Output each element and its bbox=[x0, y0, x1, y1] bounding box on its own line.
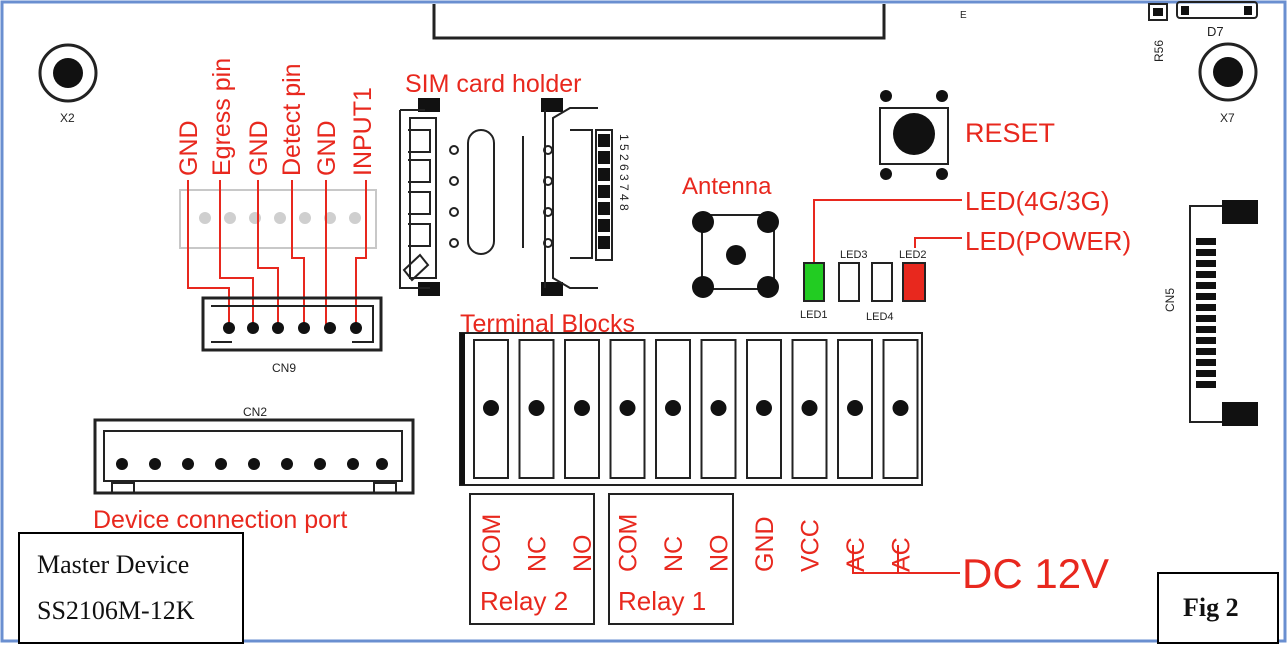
relay2-box bbox=[469, 493, 595, 625]
mounting-hole-x2 bbox=[38, 43, 98, 103]
mark-cn5: CN5 bbox=[1163, 288, 1177, 312]
reset-label: RESET bbox=[965, 118, 1055, 148]
antenna-label: Antenna bbox=[682, 173, 772, 200]
terminal-label: NC bbox=[660, 536, 688, 572]
mark-sim-pins: 1 5 2 6 3 7 4 8 bbox=[617, 134, 631, 211]
dc12v-leader bbox=[852, 545, 960, 574]
cn5-connector bbox=[1189, 200, 1258, 426]
terminal-labels: COM NC NO COM NC NO GND VCC AC AC bbox=[478, 514, 916, 572]
terminal-screw bbox=[801, 400, 818, 416]
relay2-label: Relay 2 bbox=[480, 586, 568, 616]
relay1-box bbox=[608, 493, 734, 625]
caption-model: SS2106M-12K bbox=[37, 596, 195, 625]
led-4g3g-leader bbox=[813, 199, 962, 262]
led1-green bbox=[803, 262, 825, 302]
terminal-screw bbox=[574, 400, 590, 416]
terminal-label: NO bbox=[706, 535, 734, 573]
led3 bbox=[838, 262, 860, 302]
d7-component bbox=[1176, 1, 1258, 19]
fig-caption-box bbox=[1157, 572, 1279, 644]
mark-cn9: CN9 bbox=[272, 361, 296, 375]
terminal-screw bbox=[756, 400, 772, 416]
cn9-pin-label-detect: Detect pin bbox=[278, 63, 306, 176]
terminal-screw bbox=[665, 400, 681, 416]
svg-text:E: E bbox=[960, 10, 967, 21]
cn9-leader-lines bbox=[187, 180, 367, 325]
mounting-hole-x7 bbox=[1198, 42, 1258, 102]
sim-card-holder bbox=[399, 98, 613, 296]
terminal-screw bbox=[528, 400, 545, 416]
mark-led2: LED2 bbox=[899, 249, 927, 261]
terminal-label: COM bbox=[615, 514, 643, 572]
cn2-connector bbox=[93, 418, 415, 495]
mark-cn2: CN2 bbox=[243, 405, 267, 419]
cn9-connector bbox=[201, 296, 383, 352]
terminal-label: NC bbox=[524, 536, 552, 572]
mark-led1: LED1 bbox=[800, 309, 828, 321]
mark-led3: LED3 bbox=[840, 249, 868, 261]
terminal-cell bbox=[746, 339, 782, 479]
terminal-cell bbox=[609, 339, 646, 479]
terminal-label: AC bbox=[842, 537, 870, 572]
terminal-cell bbox=[882, 339, 919, 479]
terminal-screw bbox=[892, 400, 909, 416]
led-power-leader bbox=[914, 237, 962, 248]
terminal-cell bbox=[791, 339, 828, 479]
terminal-cell bbox=[564, 339, 600, 479]
terminal-block-cells bbox=[473, 339, 919, 479]
terminal-label: NO bbox=[569, 535, 597, 573]
terminal-cell bbox=[655, 339, 691, 479]
mark-d7: D7 bbox=[1207, 24, 1224, 39]
device-caption-box bbox=[18, 532, 244, 644]
device-port-label: Device connection port bbox=[93, 506, 347, 534]
caption-device-name: Master Device bbox=[37, 550, 190, 579]
antenna-connector bbox=[692, 211, 779, 298]
terminal-screw bbox=[483, 400, 499, 416]
r56-component bbox=[1148, 3, 1168, 21]
led2-red bbox=[902, 262, 926, 302]
sim-contact-pads bbox=[598, 134, 610, 249]
terminal-label: GND bbox=[751, 516, 779, 572]
led4 bbox=[871, 262, 893, 302]
led-power-label: LED(POWER) bbox=[965, 226, 1131, 256]
terminal-label: AC bbox=[888, 537, 916, 572]
terminal-cell bbox=[518, 339, 555, 479]
dc12v-label: DC 12V bbox=[962, 550, 1109, 597]
caption-fig: Fig 2 bbox=[1183, 593, 1239, 622]
top-module-outline bbox=[432, 4, 886, 40]
terminal-screw bbox=[619, 400, 636, 416]
cn9-pin-label-gnd-2: GND bbox=[245, 120, 273, 176]
mark-led4: LED4 bbox=[866, 311, 894, 323]
terminal-cell bbox=[837, 339, 873, 479]
mark-r56: R56 bbox=[1152, 40, 1166, 62]
cn9-header-outline bbox=[179, 189, 377, 249]
sim-holder-label: SIM card holder bbox=[405, 70, 581, 98]
relay1-label: Relay 1 bbox=[618, 586, 706, 616]
cn9-pin-label-input1: INPUT1 bbox=[349, 87, 377, 176]
cn9-pin-label-gnd-3: GND bbox=[313, 120, 341, 176]
terminal-screw bbox=[710, 400, 727, 416]
terminal-label: VCC bbox=[797, 519, 825, 572]
cn9-pin-label-egress: Egress pin bbox=[208, 58, 236, 176]
mark-x7: X7 bbox=[1220, 111, 1235, 125]
terminal-label: COM bbox=[478, 514, 506, 572]
cn9-header-pins bbox=[199, 212, 361, 224]
terminal-cell bbox=[700, 339, 737, 479]
led-4g3g-label: LED(4G/3G) bbox=[965, 186, 1110, 216]
terminal-screw bbox=[847, 400, 863, 416]
led-array bbox=[803, 262, 926, 302]
cn9-pin-label-gnd-1: GND bbox=[175, 120, 203, 176]
mark-x2: X2 bbox=[60, 111, 75, 125]
terminal-block-strip bbox=[459, 332, 923, 486]
reset-button bbox=[879, 90, 949, 180]
terminal-cell bbox=[473, 339, 509, 479]
